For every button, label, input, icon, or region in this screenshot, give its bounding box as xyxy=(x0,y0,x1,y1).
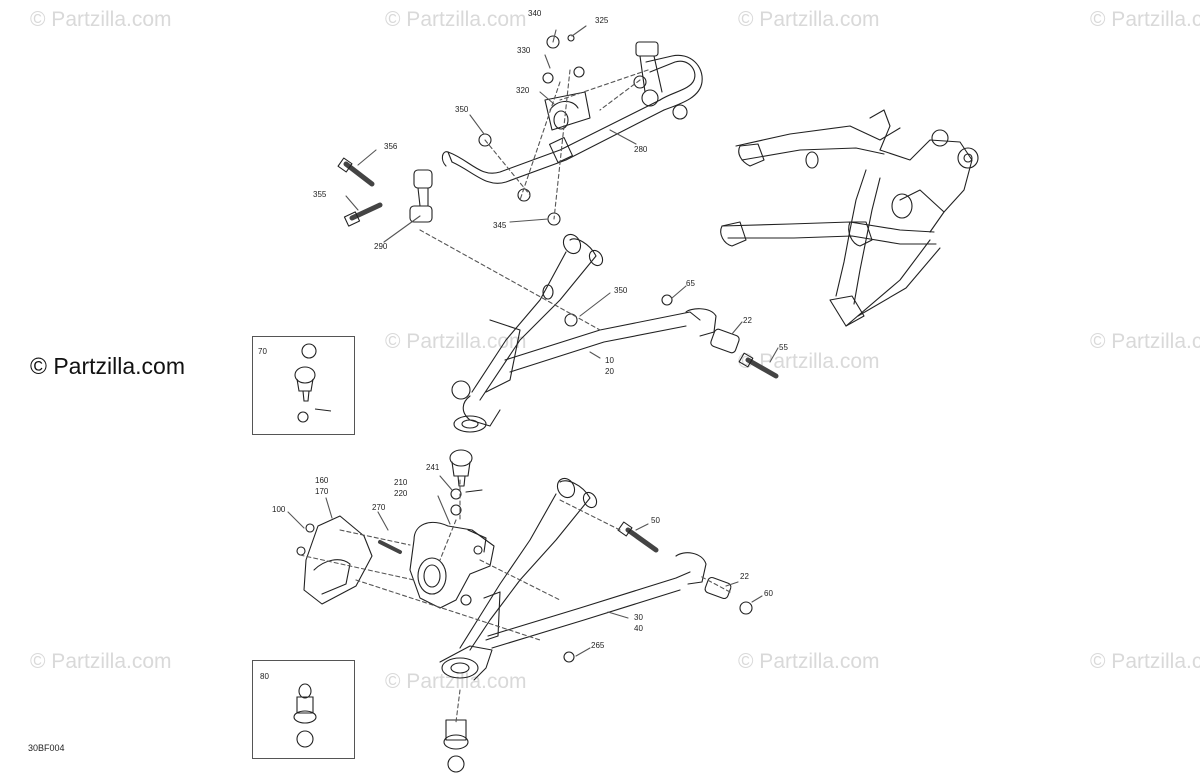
callout-270[interactable]: 270 xyxy=(372,503,386,512)
callout-350[interactable]: 350 xyxy=(455,105,469,114)
callout-30[interactable]: 30 xyxy=(634,613,643,622)
upper-a-arm xyxy=(453,233,717,433)
callout-265[interactable]: 265 xyxy=(591,641,605,650)
callout-65[interactable]: 65 xyxy=(686,279,695,288)
nuts-top xyxy=(478,34,575,226)
callout-220[interactable]: 220 xyxy=(394,489,408,498)
assembled-suspension xyxy=(720,109,979,327)
lower-a-arm xyxy=(439,477,707,681)
inset-box-80 xyxy=(252,660,355,759)
nut-60 xyxy=(739,601,753,615)
callout-60[interactable]: 60 xyxy=(764,589,773,598)
bolt-355 xyxy=(343,202,383,227)
callout-100[interactable]: 100 xyxy=(272,505,286,514)
watermark: © Partzilla.com xyxy=(1090,8,1200,31)
callout-290[interactable]: 290 xyxy=(374,242,388,251)
callout-280[interactable]: 280 xyxy=(634,145,648,154)
callout-325[interactable]: 325 xyxy=(595,16,609,25)
callout-22-lower[interactable]: 22 xyxy=(740,572,749,581)
callout-330[interactable]: 330 xyxy=(517,46,531,55)
callout-10[interactable]: 10 xyxy=(605,356,614,365)
callout-50[interactable]: 50 xyxy=(651,516,660,525)
watermark: © Partzilla.com xyxy=(385,330,527,353)
leader-lines-solid xyxy=(287,25,779,657)
nut-265 xyxy=(563,651,575,663)
callout-70[interactable]: 70 xyxy=(258,347,267,356)
knuckle xyxy=(409,522,495,609)
inset-box-70 xyxy=(252,336,355,435)
watermark: © Partzilla.com xyxy=(30,8,172,31)
retaining-ring-upper xyxy=(451,380,471,400)
bolt-50 xyxy=(617,521,659,553)
stabilizer-bar xyxy=(441,54,703,184)
callout-345[interactable]: 345 xyxy=(493,221,507,230)
watermark: © Partzilla.com xyxy=(1090,330,1200,353)
callout-80[interactable]: 80 xyxy=(260,672,269,681)
lower-ball-joint-kit-drawing xyxy=(293,683,317,748)
watermark: © Partzilla.com xyxy=(30,650,172,673)
callout-170[interactable]: 170 xyxy=(315,487,329,496)
callout-355[interactable]: 355 xyxy=(313,190,327,199)
lower-ball-joint xyxy=(443,719,469,773)
diagram-code: 30BF004 xyxy=(28,743,65,753)
watermark: © Partzilla.com xyxy=(1090,650,1200,673)
bushing-upper-22 xyxy=(710,328,740,354)
nut-65 xyxy=(661,294,673,306)
watermark: © Partzilla.com xyxy=(385,670,527,693)
callout-55[interactable]: 55 xyxy=(779,343,788,352)
bolt-270 xyxy=(378,540,402,554)
bolt-356 xyxy=(337,157,375,187)
callout-40[interactable]: 40 xyxy=(634,624,643,633)
watermark: © Partzilla.com xyxy=(385,8,527,31)
leader-lines-dashed xyxy=(299,69,731,723)
callout-320[interactable]: 320 xyxy=(516,86,530,95)
stabilizer-link-right xyxy=(633,41,688,120)
nut-350-lower xyxy=(564,313,578,327)
watermark: © Partzilla.com xyxy=(738,650,880,673)
callout-340[interactable]: 340 xyxy=(528,9,542,18)
watermark: © Partzilla.com xyxy=(738,8,880,31)
callout-22-upper[interactable]: 22 xyxy=(743,316,752,325)
callout-350-lower[interactable]: 350 xyxy=(614,286,628,295)
callout-20[interactable]: 20 xyxy=(605,367,614,376)
ball-joint-kit-drawing xyxy=(294,343,332,423)
stabilizer-link-left xyxy=(409,169,433,223)
brake-shield xyxy=(296,515,373,605)
callout-241[interactable]: 241 xyxy=(426,463,440,472)
bolt-55 xyxy=(738,352,779,379)
bushing-clamp xyxy=(542,66,591,131)
callout-356[interactable]: 356 xyxy=(384,142,398,151)
callout-210[interactable]: 210 xyxy=(394,478,408,487)
ball-joint-241 xyxy=(449,449,483,516)
watermark-main: © Partzilla.com xyxy=(30,353,185,379)
callout-160[interactable]: 160 xyxy=(315,476,329,485)
